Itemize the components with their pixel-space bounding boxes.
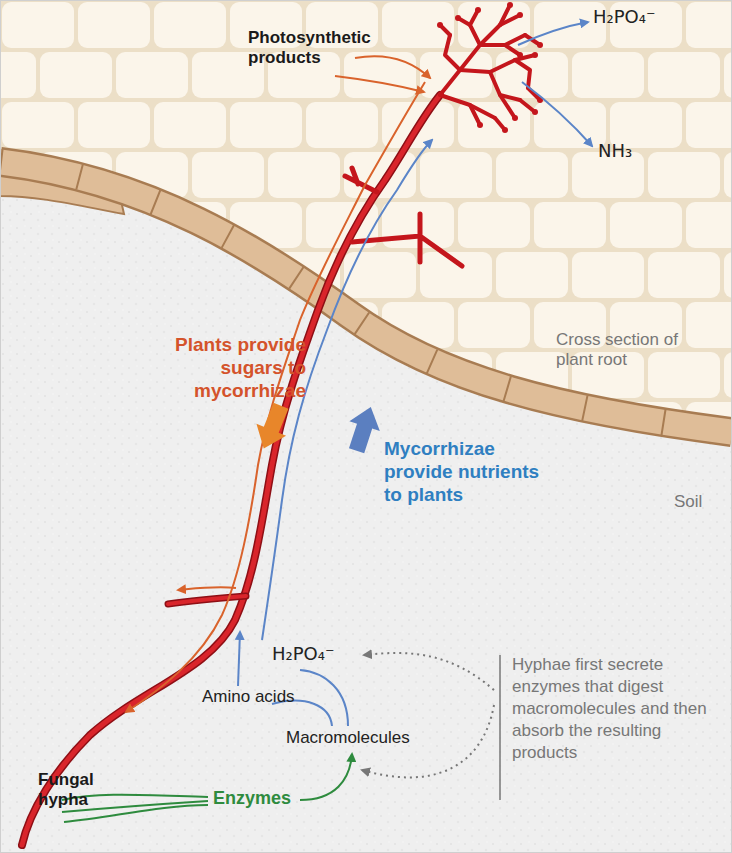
molecule-label: Macromolecules xyxy=(286,728,410,748)
flow-label: Plants provide sugars to mycorrhizae xyxy=(128,334,306,402)
enzyme-lines xyxy=(62,754,352,822)
region-label: Cross section of plant root xyxy=(556,330,696,371)
process-label: Photosynthetic products xyxy=(248,28,388,69)
molecule-label: NH₃ xyxy=(598,140,632,162)
nutrient-flow-arrow xyxy=(341,402,386,456)
arbuscule-tips xyxy=(437,2,543,133)
bracket-and-pointers xyxy=(362,653,500,800)
ion-label: H₂PO₄⁻ xyxy=(272,643,335,665)
sugar-flow-lines xyxy=(126,56,430,712)
arbuscule xyxy=(440,5,540,130)
molecule-label: Amino acids xyxy=(202,687,295,707)
process-note: Hyphae first secrete enzymes that digest… xyxy=(512,654,712,764)
region-label: Soil xyxy=(674,492,702,512)
ion-label: H₂PO₄⁻ xyxy=(593,6,656,28)
part-label: Enzymes xyxy=(213,788,291,810)
part-label: Fungal hypha xyxy=(38,770,110,811)
sugar-flow-arrow xyxy=(249,400,296,455)
flow-label: Mycorrhizae provide nutrients to plants xyxy=(384,438,554,506)
